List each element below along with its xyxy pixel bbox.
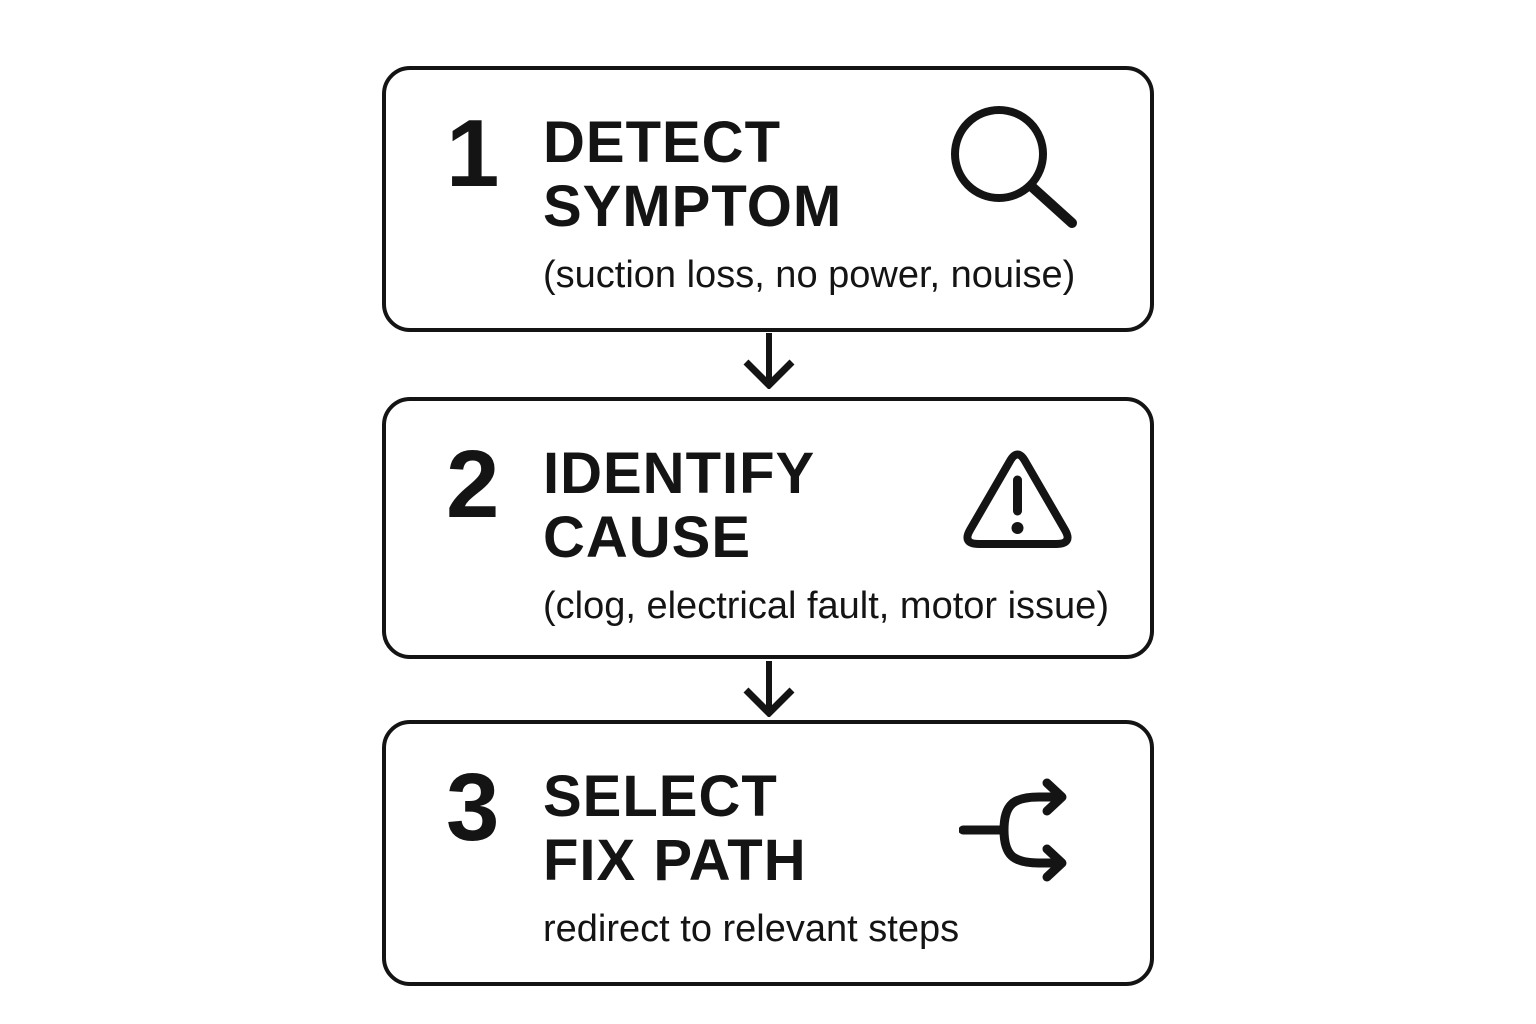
step-1-box: 1 DETECT SYMPTOM (suction loss, no power…: [382, 66, 1154, 332]
step-3-title: SELECT FIX PATH: [543, 765, 807, 893]
step-3-title-line1: SELECT: [543, 764, 778, 829]
step-2-subtitle: (clog, electrical fault, motor issue): [543, 585, 1109, 627]
step-1-title: DETECT SYMPTOM: [543, 111, 842, 239]
step-1-subtitle: (suction loss, no power, nouise): [543, 254, 1076, 296]
warning-triangle-icon: [956, 443, 1079, 555]
step-3-title-line2: FIX PATH: [543, 828, 807, 893]
step-2-box: 2 IDENTIFY CAUSE (clog, electrical fault…: [382, 397, 1154, 659]
step-3-box: 3 SELECT FIX PATH redirect to relevant s…: [382, 720, 1154, 986]
step-3-subtitle: redirect to relevant steps: [543, 908, 960, 950]
down-arrow-icon: [741, 661, 797, 717]
step-1-title-line1: DETECT: [543, 110, 781, 175]
step-2-number: 2: [446, 431, 499, 538]
magnifier-icon: [951, 106, 1079, 230]
step-3-number: 3: [446, 754, 499, 861]
step-2-title: IDENTIFY CAUSE: [543, 442, 815, 570]
step-2-title-line2: CAUSE: [543, 505, 752, 570]
branch-arrows-icon: [959, 772, 1079, 888]
down-arrow-icon: [741, 333, 797, 389]
step-2-title-line1: IDENTIFY: [543, 441, 816, 506]
step-1-number: 1: [446, 100, 499, 207]
step-1-title-line2: SYMPTOM: [543, 174, 843, 239]
